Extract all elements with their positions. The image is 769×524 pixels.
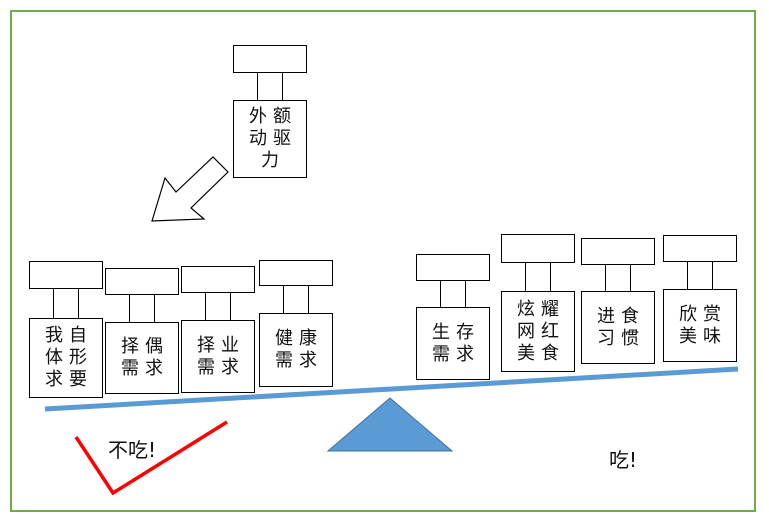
weight-neck (283, 285, 309, 314)
weight-label: 我自 体形 求要 (45, 325, 93, 390)
weight-health: 健康 需求 (259, 260, 333, 387)
weight-neck (605, 264, 631, 292)
weight-cap (501, 234, 575, 263)
weight-cap (233, 45, 307, 73)
weight-cap (581, 238, 655, 265)
weight-cap (259, 260, 333, 286)
weight-label: 进食 习惯 (597, 305, 645, 349)
weight-neck (53, 288, 79, 319)
weight-neck (525, 262, 551, 292)
weight-body: 进食 习惯 (581, 291, 655, 364)
weight-cap (663, 235, 737, 262)
weight-show-off: 炫耀 网红 美食 (501, 234, 575, 372)
weight-neck (687, 261, 713, 290)
weight-neck (129, 294, 155, 323)
weight-label: 择业 需求 (197, 334, 245, 378)
weight-cap (181, 266, 255, 293)
diagram-frame (10, 10, 756, 512)
weight-neck (440, 280, 466, 308)
weight-mate-selection: 择偶 需求 (105, 268, 179, 394)
weight-cap (29, 261, 103, 289)
weight-cap (416, 254, 490, 281)
weight-label: 健康 需求 (275, 328, 323, 371)
weight-label: 择偶 需求 (121, 336, 169, 379)
seesaw-beam (44, 366, 739, 412)
weight-label: 欣赏 美味 (679, 303, 727, 347)
weight-label: 炫耀 网红 美食 (517, 298, 565, 364)
weight-body: 炫耀 网红 美食 (501, 291, 575, 372)
weight-body: 择业 需求 (181, 320, 255, 393)
left-caption: 不吃! (108, 438, 157, 462)
weight-driver: 外额 动驱 力 (233, 45, 307, 178)
weight-neck (257, 72, 283, 101)
weight-cap (105, 268, 179, 295)
weight-neck (205, 292, 231, 321)
weight-body: 生存 需求 (416, 307, 490, 380)
weight-self-image: 我自 体形 求要 (29, 261, 103, 398)
weight-survival: 生存 需求 (416, 254, 490, 380)
weight-body: 欣赏 美味 (663, 289, 737, 362)
weight-taste: 欣赏 美味 (663, 235, 737, 362)
arrow-down-left-icon (151, 156, 229, 222)
weight-career: 择业 需求 (181, 266, 255, 393)
weight-body: 我自 体形 求要 (29, 318, 103, 398)
weight-eating-habit: 进食 习惯 (581, 238, 655, 364)
weight-label: 生存 需求 (432, 321, 480, 365)
right-caption: 吃! (609, 448, 638, 472)
driver-label: 外额 动驱 力 (249, 106, 297, 171)
red-v-mark-icon (74, 420, 228, 496)
fulcrum-triangle (326, 397, 454, 452)
weight-body: 择偶 需求 (105, 322, 179, 394)
weight-body: 健康 需求 (259, 313, 333, 387)
weight-body: 外额 动驱 力 (233, 100, 307, 178)
